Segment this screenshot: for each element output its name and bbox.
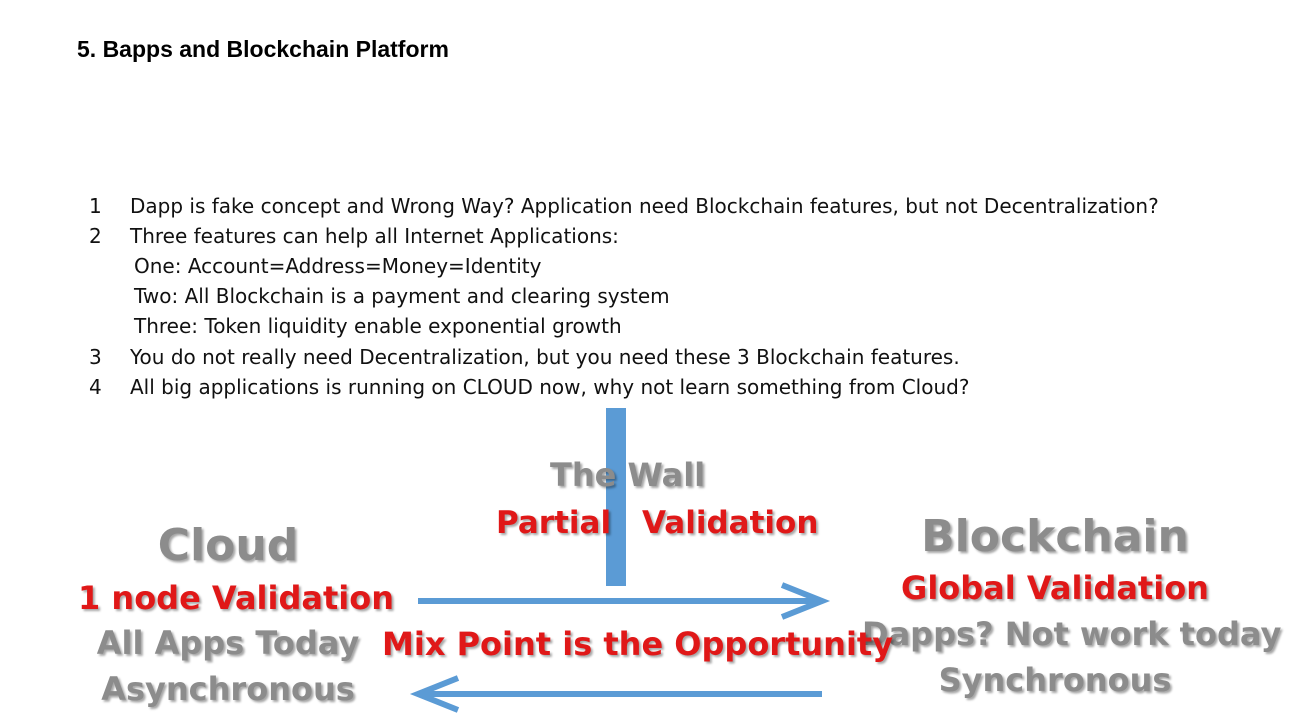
list-number: 4 — [89, 375, 102, 399]
wall-bar — [606, 408, 626, 586]
list-text: You do not really need Decentralization,… — [130, 345, 960, 369]
blockchain-title: Blockchain — [921, 511, 1189, 562]
sub-text: Two: All Blockchain is a payment and cle… — [134, 284, 670, 308]
blockchain-validation: Global Validation — [901, 569, 1209, 607]
blockchain-mode: Synchronous — [938, 661, 1172, 699]
sub-text: One: Account=Address=Money=Identity — [134, 254, 542, 278]
list-number: 3 — [89, 345, 102, 369]
partial-label: Partial — [496, 505, 612, 541]
cloud-validation: 1 node Validation — [78, 579, 394, 617]
list-text: All big applications is running on CLOUD… — [130, 375, 970, 399]
list-number: 1 — [89, 194, 102, 218]
validation-label: Validation — [642, 505, 819, 541]
list-text: Dapp is fake concept and Wrong Way? Appl… — [130, 194, 1159, 218]
page-title: 5. Bapps and Blockchain Platform — [77, 36, 449, 62]
left-arrow-icon — [409, 675, 822, 713]
cloud-title: Cloud — [157, 520, 299, 571]
list-number: 2 — [89, 224, 102, 248]
cloud-apps: All Apps Today — [96, 624, 360, 662]
list-text: Three features can help all Internet App… — [130, 224, 619, 248]
wall-title: The Wall — [550, 456, 706, 494]
mix-point-label: Mix Point is the Opportunity — [382, 625, 894, 663]
blockchain-apps: Dapps? Not work today — [862, 615, 1282, 653]
cloud-mode: Asynchronous — [101, 670, 355, 708]
sub-text: Three: Token liquidity enable exponentia… — [134, 314, 622, 338]
right-arrow-icon — [418, 582, 831, 620]
